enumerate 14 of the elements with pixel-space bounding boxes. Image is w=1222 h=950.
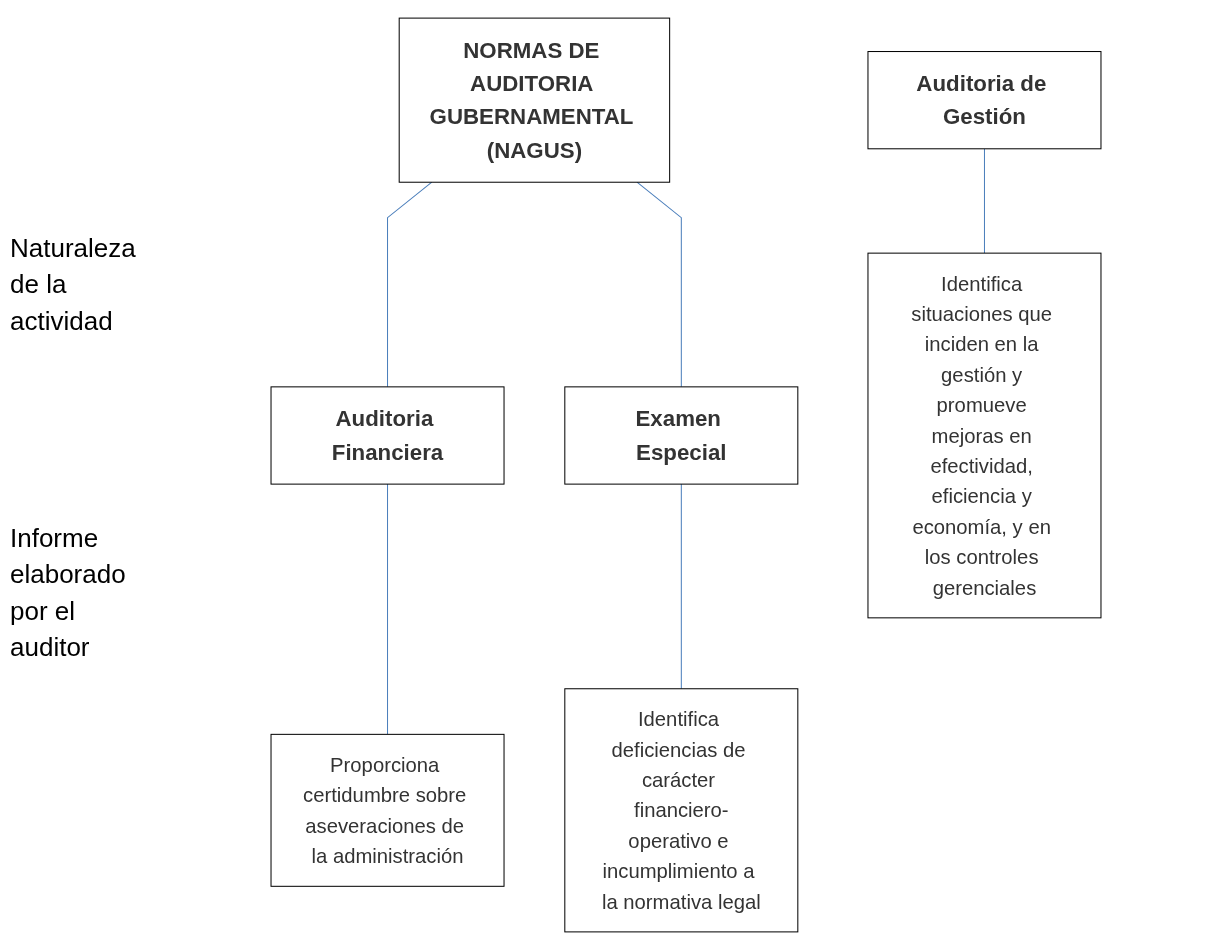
node-box: NORMAS DE AUDITORIA GUBERNAMENTAL (NAGUS)	[398, 17, 671, 183]
node-box: Identifica deficiencias de carácter financiero-operativo e incumplimiento a la normativa legal	[564, 688, 799, 933]
connector	[387, 181, 433, 388]
connector	[387, 483, 389, 735]
node-box: Auditoria de Gestión	[867, 51, 1102, 150]
row-label: Naturaleza de la actividad	[10, 232, 137, 338]
node-box: Identifica situaciones que inciden en la gestión y promueve mejoras en efectividad, eficiencia y economía, y en los controles gerenciales	[867, 252, 1102, 619]
connector	[680, 483, 682, 690]
node-box: Auditoria Financiera	[270, 386, 505, 485]
node-box: Proporciona certidumbre sobre aseveraciones de la administración	[270, 733, 505, 887]
connector	[983, 148, 985, 254]
node-box: Examen Especial	[564, 386, 799, 485]
connector	[636, 181, 682, 388]
row-label: Informe elaborado por el auditor	[10, 522, 127, 665]
